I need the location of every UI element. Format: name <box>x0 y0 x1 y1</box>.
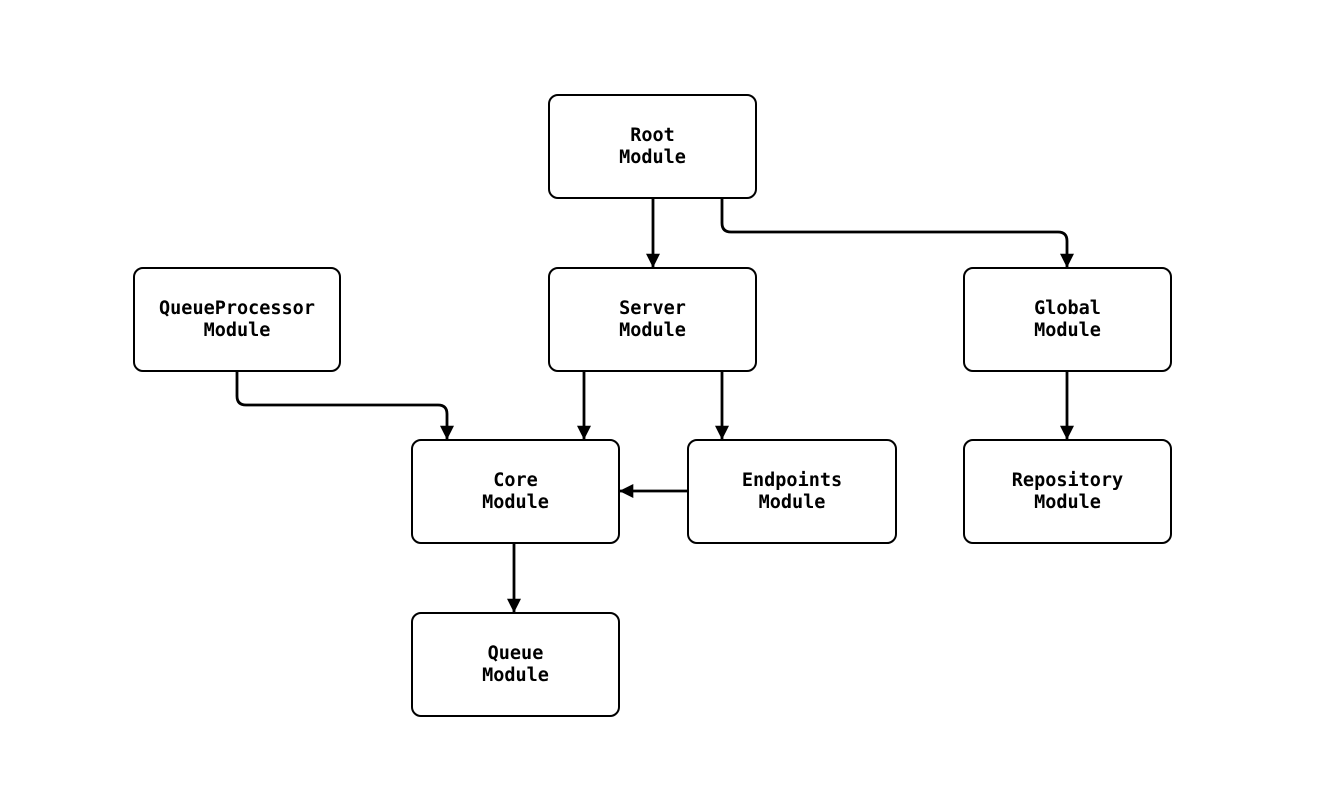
node-label-line: Module <box>203 319 271 341</box>
node-label-line: Module <box>619 146 686 168</box>
node-label-line: Module <box>619 319 686 341</box>
node-label-line: Module <box>758 491 826 513</box>
node-label-line: Endpoints <box>741 470 843 491</box>
node-label-line: Root <box>630 125 675 146</box>
edge-queue-processor-to-core <box>235 372 454 440</box>
node-label-line: Module <box>482 664 549 686</box>
edge-root-to-global <box>720 199 1074 268</box>
node-label-line: Module <box>1034 319 1101 341</box>
node-label-line: Core <box>493 470 538 491</box>
node-label-line: Queue <box>487 643 544 664</box>
edges-group <box>235 199 1074 613</box>
node-label-line: Module <box>1034 491 1101 513</box>
node-label-line: Module <box>482 491 549 513</box>
node-label-line: Repository <box>1011 470 1124 491</box>
node-label-line: Global <box>1034 298 1101 319</box>
node-label-line: Server <box>619 298 686 319</box>
node-label-line: QueueProcessor <box>159 298 315 319</box>
